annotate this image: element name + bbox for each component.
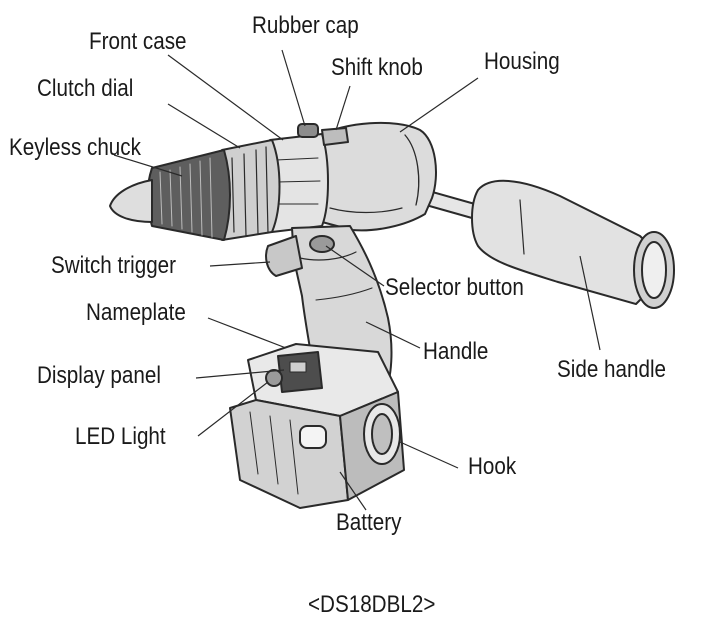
keyless-chuck-shape [146, 149, 231, 241]
drill-body [109, 121, 675, 509]
leader-clutch-dial [167, 103, 241, 149]
shift-knob-shape [321, 127, 349, 146]
leader-selector-button [325, 245, 385, 287]
model-caption: <DS18DBL2> [308, 591, 436, 618]
leader-hook [399, 441, 459, 469]
side-handle-grip [471, 179, 653, 305]
leader-led-light [197, 381, 269, 437]
label-handle: Handle [423, 338, 489, 365]
label-nameplate: Nameplate [86, 299, 186, 326]
leader-switch-trigger [209, 261, 271, 267]
leader-handle [365, 321, 421, 349]
leader-nameplate [207, 317, 287, 349]
label-front-case: Front case [89, 28, 187, 55]
leader-keyless-chuck [113, 154, 183, 177]
label-housing: Housing [484, 48, 560, 75]
leader-display-panel [195, 369, 285, 379]
leader-front-case [167, 54, 284, 141]
label-clutch-dial: Clutch dial [37, 75, 134, 102]
leader-housing [399, 77, 479, 133]
label-battery: Battery [336, 509, 402, 536]
rubber-cap-shape [297, 123, 319, 138]
leader-battery [339, 471, 367, 511]
label-hook: Hook [468, 453, 517, 480]
leader-rubber-cap [281, 49, 306, 127]
leader-lines [113, 49, 601, 511]
led-light-shape [265, 369, 283, 387]
label-rubber-cap: Rubber cap [252, 12, 359, 39]
label-led-light: LED Light [75, 423, 166, 450]
switch-trigger-shape [265, 235, 303, 277]
leader-side-handle [579, 255, 601, 351]
leader-shift-knob [335, 85, 351, 131]
label-display-panel: Display panel [37, 362, 161, 389]
battery-front [229, 399, 349, 509]
chuck-tip [109, 179, 153, 223]
label-keyless-chuck: Keyless chuck [9, 134, 141, 161]
label-switch-trigger: Switch trigger [51, 252, 177, 279]
label-side-handle: Side handle [557, 356, 667, 383]
label-selector-button: Selector button [385, 274, 524, 301]
label-shift-knob: Shift knob [331, 54, 423, 81]
